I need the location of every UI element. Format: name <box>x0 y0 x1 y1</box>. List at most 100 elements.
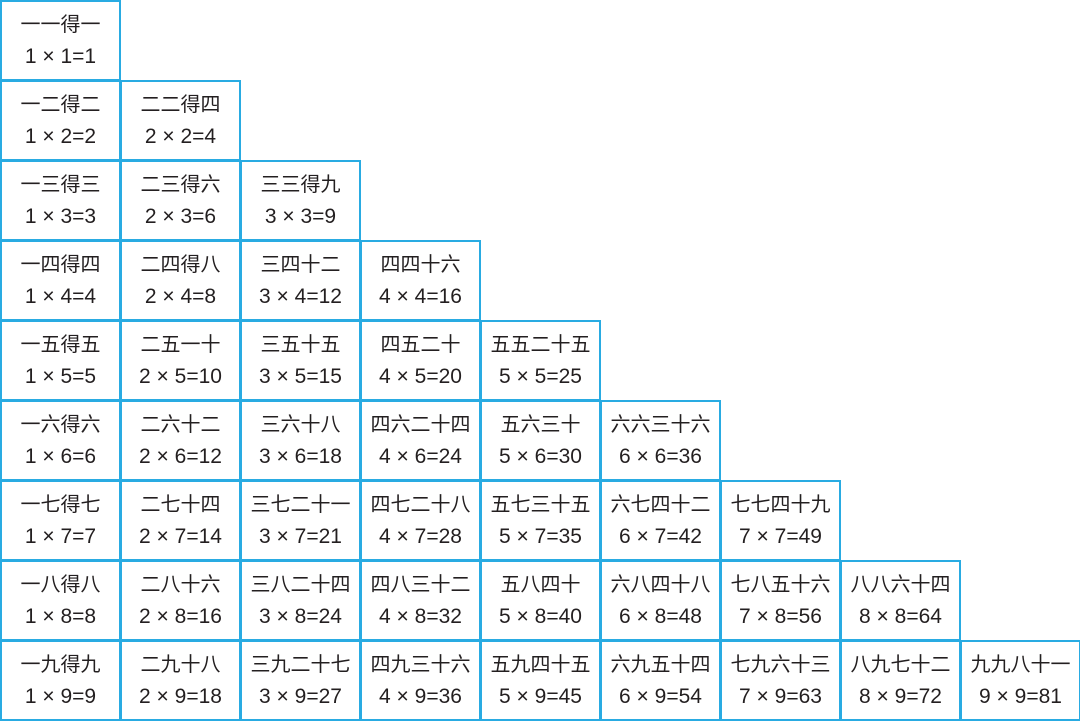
table-cell: 四八三十二 4 × 8=32 <box>360 560 481 641</box>
multiplication-rhyme: 七九六十三 <box>730 652 831 676</box>
multiplication-equation: 7 × 8=56 <box>739 605 822 628</box>
table-cell: 一九得九 1 × 9=9 <box>0 640 121 721</box>
multiplication-equation: 3 × 6=18 <box>259 445 342 468</box>
multiplication-rhyme: 三六十八 <box>260 412 341 436</box>
multiplication-rhyme: 四九三十六 <box>370 652 471 676</box>
multiplication-equation: 1 × 7=7 <box>24 525 97 548</box>
table-cell: 一七得七 1 × 7=7 <box>0 480 121 561</box>
multiplication-rhyme: 二六十二 <box>140 412 221 436</box>
table-cell: 一六得六 1 × 6=6 <box>0 400 121 481</box>
table-cell: 九九八十一 9 × 9=81 <box>960 640 1080 721</box>
table-cell: 六七四十二 6 × 7=42 <box>600 480 721 561</box>
multiplication-rhyme: 二七十四 <box>140 492 221 516</box>
multiplication-equation: 7 × 7=49 <box>739 525 822 548</box>
multiplication-rhyme: 一九得九 <box>20 652 101 676</box>
multiplication-equation: 1 × 9=9 <box>24 685 97 708</box>
multiplication-equation: 9 × 9=81 <box>979 685 1062 708</box>
multiplication-equation: 6 × 7=42 <box>619 525 702 548</box>
multiplication-rhyme: 七八五十六 <box>730 572 831 596</box>
multiplication-equation: 3 × 8=24 <box>259 605 342 628</box>
table-cell: 七八五十六 7 × 8=56 <box>720 560 841 641</box>
table-cell: 七九六十三 7 × 9=63 <box>720 640 841 721</box>
multiplication-equation: 3 × 3=9 <box>264 205 337 228</box>
multiplication-rhyme: 三五十五 <box>260 332 341 356</box>
table-cell: 三九二十七 3 × 9=27 <box>240 640 361 721</box>
multiplication-rhyme: 四六二十四 <box>370 412 471 436</box>
multiplication-equation: 2 × 8=16 <box>139 605 222 628</box>
multiplication-rhyme: 一三得三 <box>20 172 101 196</box>
table-cell: 一二得二 1 × 2=2 <box>0 80 121 161</box>
multiplication-equation: 5 × 8=40 <box>499 605 582 628</box>
multiplication-rhyme: 二三得六 <box>140 172 221 196</box>
multiplication-equation: 4 × 9=36 <box>379 685 462 708</box>
multiplication-equation: 3 × 7=21 <box>259 525 342 548</box>
multiplication-rhyme: 一四得四 <box>20 252 101 276</box>
multiplication-rhyme: 一六得六 <box>20 412 101 436</box>
multiplication-equation: 7 × 9=63 <box>739 685 822 708</box>
multiplication-equation: 4 × 4=16 <box>379 285 462 308</box>
multiplication-rhyme: 一七得七 <box>20 492 101 516</box>
table-cell: 二七十四 2 × 7=14 <box>120 480 241 561</box>
multiplication-rhyme: 九九八十一 <box>970 652 1071 676</box>
multiplication-rhyme: 一一得一 <box>20 12 101 36</box>
multiplication-equation: 4 × 5=20 <box>379 365 462 388</box>
multiplication-rhyme: 三九二十七 <box>250 652 351 676</box>
multiplication-equation: 2 × 3=6 <box>144 205 217 228</box>
multiplication-equation: 4 × 7=28 <box>379 525 462 548</box>
multiplication-equation: 6 × 9=54 <box>619 685 702 708</box>
multiplication-rhyme: 二五一十 <box>140 332 221 356</box>
multiplication-equation: 8 × 8=64 <box>859 605 942 628</box>
multiplication-equation: 1 × 1=1 <box>24 45 97 68</box>
multiplication-rhyme: 四七二十八 <box>370 492 471 516</box>
table-cell: 三七二十一 3 × 7=21 <box>240 480 361 561</box>
multiplication-equation: 5 × 9=45 <box>499 685 582 708</box>
multiplication-equation: 1 × 2=2 <box>24 125 97 148</box>
multiplication-rhyme: 二二得四 <box>140 92 221 116</box>
multiplication-equation: 4 × 8=32 <box>379 605 462 628</box>
multiplication-equation: 4 × 6=24 <box>379 445 462 468</box>
multiplication-rhyme: 五九四十五 <box>490 652 591 676</box>
table-cell: 二三得六 2 × 3=6 <box>120 160 241 241</box>
multiplication-equation: 3 × 4=12 <box>259 285 342 308</box>
multiplication-rhyme: 一二得二 <box>20 92 101 116</box>
multiplication-rhyme: 三三得九 <box>260 172 341 196</box>
multiplication-rhyme: 六七四十二 <box>610 492 711 516</box>
multiplication-equation: 1 × 8=8 <box>24 605 97 628</box>
multiplication-equation: 3 × 9=27 <box>259 685 342 708</box>
multiplication-rhyme: 二八十六 <box>140 572 221 596</box>
multiplication-rhyme: 四四十六 <box>380 252 461 276</box>
multiplication-rhyme: 二四得八 <box>140 252 221 276</box>
multiplication-equation: 5 × 5=25 <box>499 365 582 388</box>
multiplication-equation: 1 × 6=6 <box>24 445 97 468</box>
table-cell: 四六二十四 4 × 6=24 <box>360 400 481 481</box>
multiplication-equation: 1 × 5=5 <box>24 365 97 388</box>
table-cell: 一四得四 1 × 4=4 <box>0 240 121 321</box>
multiplication-equation: 8 × 9=72 <box>859 685 942 708</box>
multiplication-equation: 2 × 4=8 <box>144 285 217 308</box>
multiplication-rhyme: 三七二十一 <box>250 492 351 516</box>
multiplication-equation: 2 × 9=18 <box>139 685 222 708</box>
multiplication-rhyme: 四八三十二 <box>370 572 471 596</box>
multiplication-equation: 1 × 4=4 <box>24 285 97 308</box>
table-cell: 四七二十八 4 × 7=28 <box>360 480 481 561</box>
multiplication-equation: 5 × 7=35 <box>499 525 582 548</box>
multiplication-equation: 5 × 6=30 <box>499 445 582 468</box>
table-cell: 四四十六 4 × 4=16 <box>360 240 481 321</box>
multiplication-equation: 2 × 7=14 <box>139 525 222 548</box>
multiplication-equation: 1 × 3=3 <box>24 205 97 228</box>
